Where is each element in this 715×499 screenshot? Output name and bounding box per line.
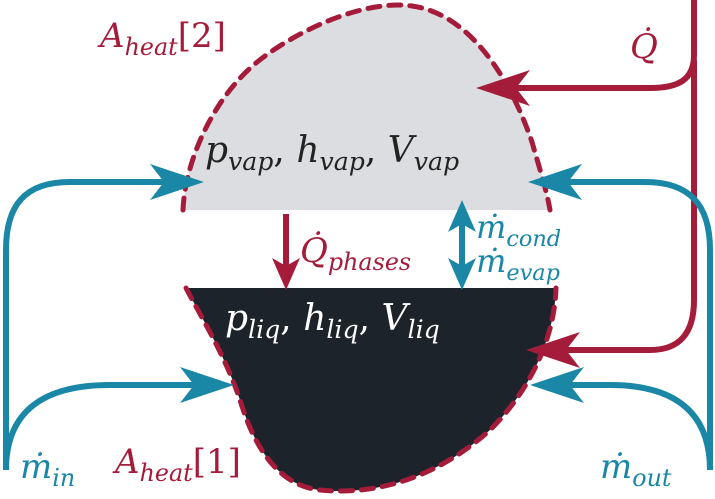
m-dot-in-arrowhead-liquid <box>180 367 234 403</box>
m-dot-out-arrowhead-liquid <box>530 367 584 403</box>
a-heat-2-label: Aheat[2] <box>97 16 226 61</box>
liquid-boundary-dashed <box>183 285 559 494</box>
m-dot-evap-arrowhead <box>448 258 476 290</box>
vapor-boundary-dashed <box>180 2 553 213</box>
m-dot-out-arrow-vapor <box>550 179 713 470</box>
m-dot-in-arrowhead-vapor <box>150 164 204 200</box>
q-dot-phases-label: Q̇phases <box>300 231 411 276</box>
m-dot-in-arrow-vapor <box>3 179 180 470</box>
vapor-state-label: pvap, hvap, Vvap <box>205 130 459 176</box>
m-dot-in-arrow-liquid <box>3 382 210 471</box>
m-dot-out-label: ṁout <box>600 447 672 492</box>
q-dot-phases-arrowhead <box>272 258 300 290</box>
liquid-region <box>186 288 556 492</box>
vapor-region <box>183 5 550 210</box>
m-dot-cond-arrowhead <box>448 200 476 232</box>
m-dot-out-arrow-liquid <box>555 382 713 471</box>
m-dot-evap-label: ṁevap <box>476 242 560 286</box>
m-dot-out-arrowhead-vapor <box>528 164 582 200</box>
m-dot-in-label: ṁin <box>20 447 75 492</box>
q-dot-arrowhead-liquid <box>526 332 580 368</box>
q-dot-arrow-vapor <box>500 0 697 91</box>
a-heat-1-label: Aheat[1] <box>112 442 241 487</box>
liquid-state-label: pliq, hliq, Vliq <box>225 298 440 344</box>
q-dot-label: Q̇ <box>630 27 658 67</box>
m-dot-cond-label: ṁcond <box>476 208 561 252</box>
q-dot-arrowhead-vapor <box>476 70 530 106</box>
q-dot-arrow-liquid <box>550 60 697 353</box>
